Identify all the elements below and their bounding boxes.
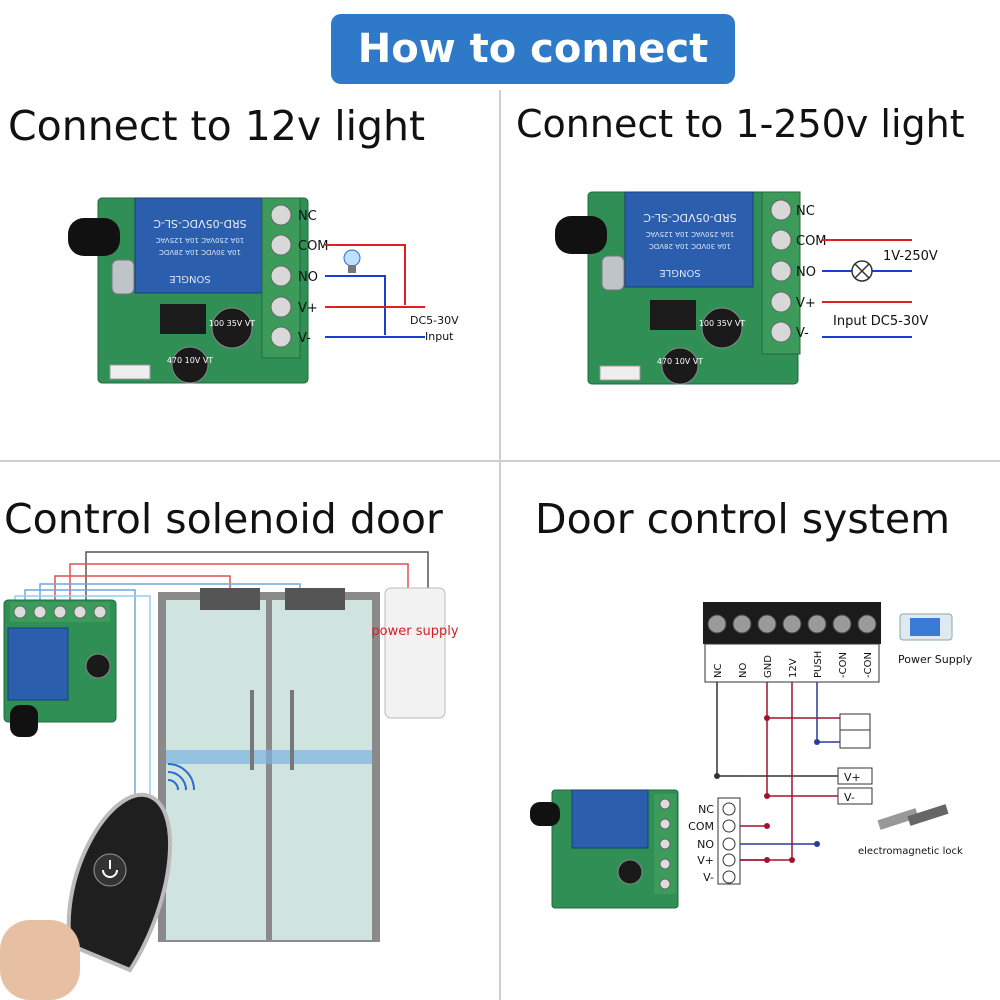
strip-label-push: PUSH [813,651,824,678]
relay-rating-2: 10A 30VDC 10A 28VDC [649,242,731,250]
relay-brand: SONGLE [169,273,210,284]
strip-label-con2: -CON [863,652,874,678]
terminal-no: NO [796,265,816,280]
banner-title: How to connect [357,26,709,72]
cap-small-label: 100 35V VT [209,319,255,328]
strip-label-con1: -CON [838,652,849,678]
terminal-strip [703,602,881,683]
relay-module: SRD-05VDC-SL-C 10A 250VAC 10A 125VAC 10A… [68,197,309,384]
terminal-vplus: V+ [796,296,816,311]
relay-module [3,599,117,737]
strip-label-no: NO [738,663,749,678]
antenna-icon [530,802,560,826]
electromagnetic-lock-icon [877,804,949,830]
input-label: Input [425,330,454,343]
terminal-com: COM [796,234,827,249]
input-label: Input DC5-30V [833,314,928,329]
terminal-vminus: V- [796,326,809,341]
lock-label: electromagnetic lock [858,846,963,857]
panel-title-door-system: Door control system [535,495,951,543]
relay-model: SRD-05VDC-SL-C [153,217,247,230]
lamp-icon [851,260,873,282]
bulb-icon [343,249,361,273]
push-button-box [839,713,871,749]
vminus-label: V- [844,791,855,804]
wiring-diagram-250v: SRD-05VDC-SL-C 10A 250VAC 10A 125VAC 10A… [555,191,938,385]
relay-block [134,197,264,294]
module-terminal-vminus: V- [703,871,714,884]
power-supply-label: Power Supply [898,653,973,666]
panel-title-12v: Connect to 12v light [8,102,426,150]
supply-label: DC5-30V [410,314,459,327]
relay-block [624,191,754,288]
panel-title-250v: Connect to 1-250v light [516,102,965,146]
strip-label-nc: NC [713,664,724,678]
horizontal-divider [0,460,1000,462]
antenna-icon [10,705,38,737]
terminal-nc: NC [796,204,815,219]
how-to-connect-banner: How to connect [331,14,735,84]
relay-rating-2: 10A 30VDC 10A 28VDC [159,248,241,256]
relay-brand: SONGLE [659,267,700,278]
terminal-vplus: V+ [298,301,318,316]
strip-label-gnd: GND [763,655,774,678]
cap-big-label: 470 10V VT [657,357,703,366]
solenoid-door-diagram: power supply [0,551,459,1000]
terminal-nc: NC [298,209,317,224]
relay-rating-1: 10A 250VAC 10A 125VAC [156,236,245,244]
terminal-vminus: V- [298,331,311,346]
relay-module [530,789,679,909]
wiring-diagram-12v: SRD-05VDC-SL-C 10A 250VAC 10A 125VAC 10A… [68,197,459,384]
power-supply-label: power supply [371,624,458,639]
antenna-icon [555,216,607,254]
cap-small-label: 100 35V VT [699,319,745,328]
load-voltage-label: 1V-250V [883,249,938,264]
glass-door [158,588,380,942]
door-control-system-diagram: NC NO GND 12V PUSH -CON -CON Power Suppl… [530,602,973,909]
panel-title-solenoid: Control solenoid door [4,495,443,543]
vplus-label: V+ [844,771,861,784]
wireless-signal-icon [167,763,195,791]
door-lock-right [285,588,345,610]
strip-label-12v: 12V [788,658,799,678]
relay-module: SRD-05VDC-SL-C 10A 250VAC 10A 125VAC 10A… [555,191,801,385]
power-supply-device [899,613,953,641]
module-terminal-no: NO [697,838,714,851]
antenna-icon [68,218,120,256]
module-terminal-nc: NC [698,803,714,816]
relay-model: SRD-05VDC-SL-C [643,211,737,224]
door-wires [14,551,429,800]
module-terminal-com: COM [688,820,714,833]
cap-big-label: 470 10V VT [167,356,213,365]
module-terminal-vplus: V+ [697,854,714,867]
wire-no [325,275,386,335]
power-supply-box: power supply [371,587,459,719]
terminal-com: COM [298,239,329,254]
terminal-no: NO [298,270,318,285]
relay-rating-1: 10A 250VAC 10A 125VAC [646,230,735,238]
remote-control-icon [0,792,172,1000]
wire-com [325,244,406,305]
vertical-divider [499,90,501,1000]
door-lock-left [200,588,260,610]
